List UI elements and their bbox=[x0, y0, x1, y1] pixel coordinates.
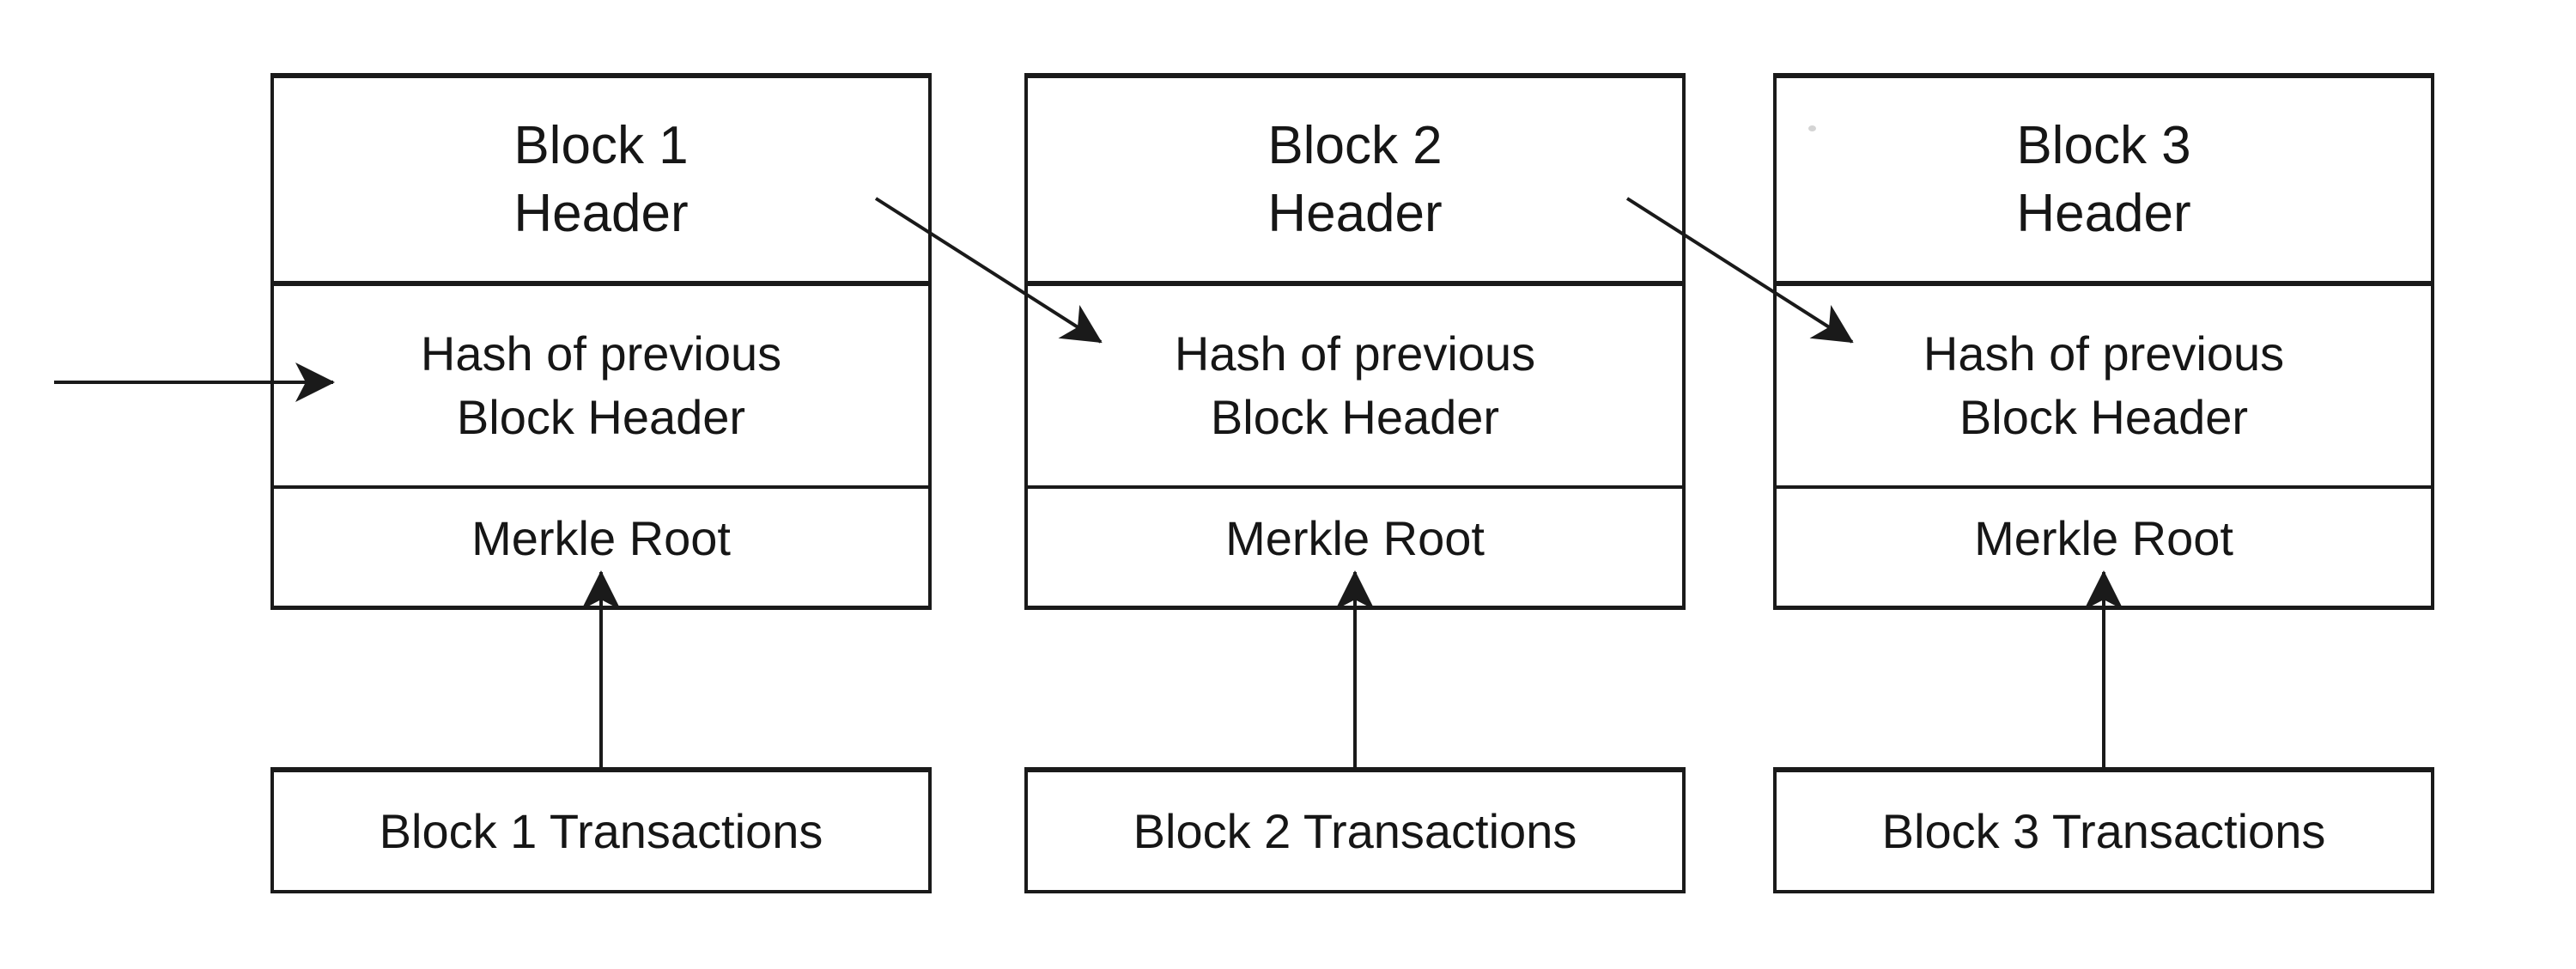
scan-artifact-dot bbox=[1808, 125, 1816, 131]
block-1-header-section: Block 1 Header bbox=[274, 78, 928, 281]
block-3-transactions-label: Block 3 Transactions bbox=[1881, 804, 2326, 858]
block-3-transactions-box: Block 3 Transactions bbox=[1773, 767, 2434, 893]
block-3-header-line1: Block 3 bbox=[2016, 115, 2191, 175]
block-3: Block 3 Header Hash of previous Block He… bbox=[1773, 73, 2434, 610]
block-1-hash-line1: Hash of previous bbox=[420, 326, 782, 381]
block-3-header-line2: Header bbox=[2016, 184, 2191, 243]
block-1-header-line2: Header bbox=[513, 184, 689, 243]
block-1: Block 1 Header Hash of previous Block He… bbox=[270, 73, 932, 610]
block-3-hash-line1: Hash of previous bbox=[1923, 326, 2285, 381]
block-2-transactions-box: Block 2 Transactions bbox=[1024, 767, 1686, 893]
block-2-header-line2: Header bbox=[1267, 184, 1443, 243]
block-2-header-section: Block 2 Header bbox=[1028, 78, 1682, 281]
block-2-hash-section: Hash of previous Block Header bbox=[1028, 281, 1682, 485]
block-3-hash-line2: Block Header bbox=[1959, 390, 2249, 444]
block-3-merkle-label: Merkle Root bbox=[1974, 510, 2233, 565]
block-3-hash-section: Hash of previous Block Header bbox=[1777, 281, 2431, 485]
block-2-header-line1: Block 2 bbox=[1267, 115, 1443, 175]
block-1-hash-section: Hash of previous Block Header bbox=[274, 281, 928, 485]
block-2: Block 2 Header Hash of previous Block He… bbox=[1024, 73, 1686, 610]
block-1-header-line1: Block 1 bbox=[513, 115, 689, 175]
block-2-merkle-section: Merkle Root bbox=[1028, 485, 1682, 606]
block-2-merkle-label: Merkle Root bbox=[1225, 510, 1485, 565]
block-1-merkle-section: Merkle Root bbox=[274, 485, 928, 606]
block-2-hash-line2: Block Header bbox=[1210, 390, 1500, 444]
block-1-merkle-label: Merkle Root bbox=[471, 510, 731, 565]
block-1-transactions-box: Block 1 Transactions bbox=[270, 767, 932, 893]
block-1-hash-line2: Block Header bbox=[456, 390, 746, 444]
block-1-transactions-label: Block 1 Transactions bbox=[379, 804, 823, 858]
block-3-merkle-section: Merkle Root bbox=[1777, 485, 2431, 606]
block-2-transactions-label: Block 2 Transactions bbox=[1133, 804, 1577, 858]
block-2-hash-line1: Hash of previous bbox=[1174, 326, 1536, 381]
block-3-header-section: Block 3 Header bbox=[1777, 78, 2431, 281]
